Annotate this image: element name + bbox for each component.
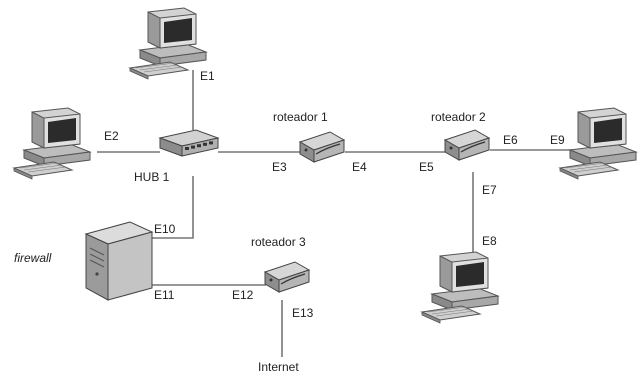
router-3-icon <box>264 261 310 293</box>
pc-bottom-icon <box>421 251 499 324</box>
connections <box>97 70 578 357</box>
label-e12: E12 <box>232 288 254 302</box>
label-e13: E13 <box>292 306 314 320</box>
label-e3: E3 <box>272 160 287 174</box>
label-firewall: firewall <box>14 251 52 265</box>
router-2-icon <box>444 129 490 161</box>
label-e1: E1 <box>200 69 215 83</box>
pc-left-icon <box>13 107 91 180</box>
hub-icon <box>159 129 219 157</box>
label-e11: E11 <box>154 288 175 302</box>
label-e8: E8 <box>482 234 497 248</box>
pc-top-icon <box>129 7 207 80</box>
label-router1: roteador 1 <box>273 110 328 124</box>
label-e2: E2 <box>104 129 119 143</box>
label-e10: E10 <box>154 222 176 236</box>
label-e5: E5 <box>419 160 434 174</box>
label-internet: Internet <box>258 360 299 374</box>
label-router2: roteador 2 <box>431 110 486 124</box>
label-hub: HUB 1 <box>134 170 170 184</box>
label-e9: E9 <box>550 133 565 147</box>
label-router3: roteador 3 <box>251 235 306 249</box>
label-e6: E6 <box>503 133 518 147</box>
pc-right-icon <box>559 107 637 180</box>
wire-hub-firewall <box>152 176 194 239</box>
router-1-icon <box>299 131 345 163</box>
label-e7: E7 <box>482 183 497 197</box>
firewall-server-icon <box>85 221 153 301</box>
label-e4: E4 <box>352 160 367 174</box>
